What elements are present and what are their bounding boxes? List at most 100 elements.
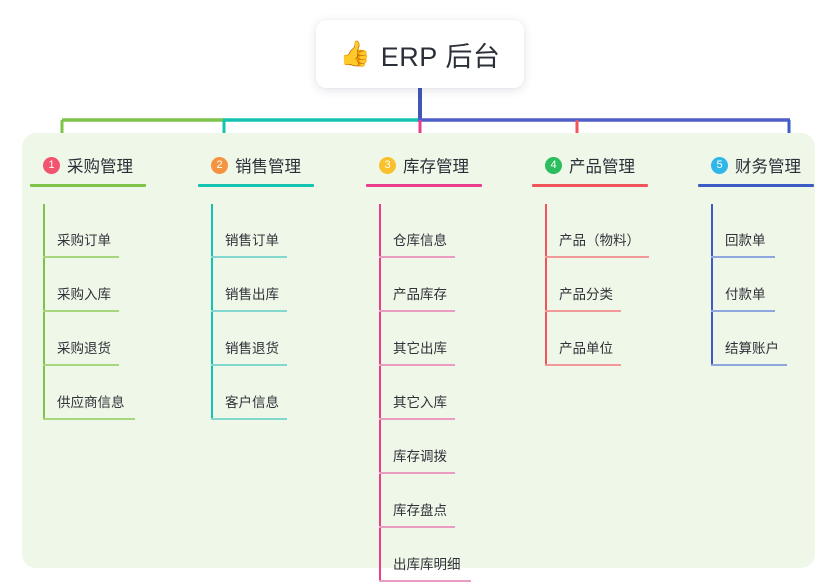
branch-column: 2 销售管理销售订单销售出库销售退货客户信息	[198, 152, 348, 420]
branch-item-underline	[379, 256, 455, 258]
branch-column: 1 采购管理采购订单采购入库采购退货供应商信息	[30, 152, 180, 420]
branch-number-badge: 2	[211, 156, 228, 174]
branch-number-badge: 3	[379, 156, 396, 174]
branch-item[interactable]: 销售退货	[198, 312, 348, 366]
branch-item-label: 采购入库	[57, 287, 111, 302]
branch-title: 销售管理	[235, 158, 301, 176]
branch-item-label: 出库库明细	[393, 557, 461, 572]
thumbs-up-icon: 👍	[339, 39, 371, 68]
branch-number-badge: 1	[43, 156, 60, 174]
branch-item-label: 采购退货	[57, 341, 111, 356]
branch-underline	[30, 184, 146, 187]
branch-item-label: 付款单	[725, 287, 766, 302]
branch-item-label: 回款单	[725, 233, 766, 248]
branch-header[interactable]: 2 销售管理	[198, 152, 348, 178]
branch-item[interactable]: 产品分类	[532, 258, 692, 312]
branch-item-underline	[545, 256, 649, 258]
root-node-label: ERP 后台	[380, 41, 501, 72]
branch-item[interactable]: 结算账户	[698, 312, 839, 366]
branch-item-label: 产品（物料）	[559, 233, 640, 248]
branch-underline	[698, 184, 814, 187]
branch-item-label: 库存调拨	[393, 449, 447, 464]
branch-header[interactable]: 4 产品管理	[532, 152, 692, 178]
branch-header[interactable]: 5 财务管理	[698, 152, 839, 178]
branch-title: 产品管理	[569, 158, 635, 176]
branch-item-label: 销售退货	[225, 341, 279, 356]
branch-item-label: 其它入库	[393, 395, 447, 410]
branch-item[interactable]: 其它入库	[366, 366, 516, 420]
branch-item-label: 供应商信息	[57, 395, 125, 410]
branch-item-label: 仓库信息	[393, 233, 447, 248]
branch-number-badge: 4	[545, 156, 562, 174]
branch-number-badge: 5	[711, 156, 728, 174]
branch-item[interactable]: 采购订单	[30, 204, 180, 258]
branch-item-label: 销售订单	[225, 233, 279, 248]
branch-item-label: 产品库存	[393, 287, 447, 302]
root-node[interactable]: 👍 ERP 后台	[316, 20, 524, 88]
branch-item-underline	[379, 310, 455, 312]
branch-items: 产品（物料） 产品分类产品单位	[532, 204, 692, 366]
branch-item[interactable]: 采购入库	[30, 258, 180, 312]
branch-item-underline	[379, 580, 471, 582]
branch-item[interactable]: 销售出库	[198, 258, 348, 312]
branch-item-underline	[379, 472, 455, 474]
branch-item-underline	[211, 256, 287, 258]
branch-item-label: 采购订单	[57, 233, 111, 248]
branch-item-underline	[379, 418, 455, 420]
branch-item[interactable]: 产品（物料）	[532, 204, 692, 258]
branch-item-underline	[711, 310, 775, 312]
branch-item[interactable]: 供应商信息	[30, 366, 180, 420]
branch-item[interactable]: 库存调拨	[366, 420, 516, 474]
branch-item[interactable]: 客户信息	[198, 366, 348, 420]
branch-items: 仓库信息产品库存其它出库其它入库库存调拨库存盘点出库库明细	[366, 204, 516, 582]
branch-column: 4 产品管理产品（物料） 产品分类产品单位	[532, 152, 692, 366]
branch-item-underline	[379, 364, 455, 366]
branch-spine	[211, 204, 213, 420]
branch-item-underline	[43, 364, 119, 366]
branch-item-underline	[43, 418, 135, 420]
branch-item[interactable]: 付款单	[698, 258, 839, 312]
branch-item-label: 结算账户	[725, 341, 779, 356]
branch-item[interactable]: 出库库明细	[366, 528, 516, 582]
branch-item-underline	[711, 256, 775, 258]
branch-spine	[379, 204, 381, 582]
branch-underline	[532, 184, 648, 187]
branch-column: 3 库存管理仓库信息产品库存其它出库其它入库库存调拨库存盘点出库库明细	[366, 152, 516, 582]
branch-title: 财务管理	[735, 158, 801, 176]
branch-header[interactable]: 1 采购管理	[30, 152, 180, 178]
branch-item-label: 产品单位	[559, 341, 613, 356]
branch-title: 库存管理	[403, 158, 469, 176]
branch-spine	[545, 204, 547, 366]
branch-item[interactable]: 销售订单	[198, 204, 348, 258]
branch-item-underline	[545, 364, 621, 366]
branch-column: 5 财务管理回款单付款单结算账户	[698, 152, 839, 366]
branch-spine	[43, 204, 45, 420]
branch-item[interactable]: 仓库信息	[366, 204, 516, 258]
branch-underline	[198, 184, 314, 187]
branch-item[interactable]: 产品库存	[366, 258, 516, 312]
branch-item[interactable]: 采购退货	[30, 312, 180, 366]
branch-item[interactable]: 库存盘点	[366, 474, 516, 528]
branch-item-label: 产品分类	[559, 287, 613, 302]
branch-title: 采购管理	[67, 158, 133, 176]
branch-item-underline	[379, 526, 455, 528]
branch-item[interactable]: 产品单位	[532, 312, 692, 366]
branch-spine	[711, 204, 713, 366]
branch-item[interactable]: 其它出库	[366, 312, 516, 366]
branch-item-label: 其它出库	[393, 341, 447, 356]
branch-item-label: 客户信息	[225, 395, 279, 410]
branch-item-label: 销售出库	[225, 287, 279, 302]
branch-item-label: 库存盘点	[393, 503, 447, 518]
branch-item[interactable]: 回款单	[698, 204, 839, 258]
branch-item-underline	[211, 364, 287, 366]
branch-items: 销售订单销售出库销售退货客户信息	[198, 204, 348, 420]
branch-item-underline	[211, 310, 287, 312]
branches-panel	[22, 133, 815, 568]
branch-item-underline	[711, 364, 787, 366]
branch-item-underline	[545, 310, 621, 312]
branch-items: 回款单付款单结算账户	[698, 204, 839, 366]
branch-header[interactable]: 3 库存管理	[366, 152, 516, 178]
branch-underline	[366, 184, 482, 187]
branch-items: 采购订单采购入库采购退货供应商信息	[30, 204, 180, 420]
